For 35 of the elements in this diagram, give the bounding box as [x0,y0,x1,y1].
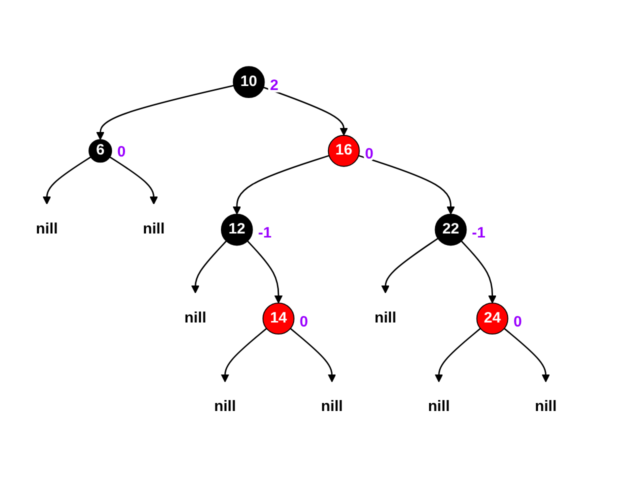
arrow [263,86,348,136]
tree-node-circle: 24 [476,302,508,335]
arrow [96,85,234,140]
nil-leaf-label: nill [321,399,343,416]
arrow [42,156,92,205]
arrow [191,240,227,294]
tree-node-circle: 14 [262,302,294,335]
nil-leaf-label: nill [534,399,557,416]
nil-leaf-label: nill [374,310,396,326]
tree-node-circle: 10 [232,66,265,98]
tree-node-circle: 6 [88,139,112,163]
arrow [109,156,158,205]
arrow [358,155,455,215]
arrow [504,328,550,383]
arrow [232,155,330,215]
balance-factor: 2 [270,77,278,94]
arrow [434,328,481,383]
balance-factor: 0 [514,314,522,331]
balance-factor: -1 [472,224,486,242]
arrow [290,328,336,383]
nil-leaf-label: nill [36,221,58,238]
tree-node-circle: 22 [434,214,467,246]
balance-factor: -1 [258,224,272,242]
nil-leaf-label: nill [428,399,450,416]
balance-factor: 0 [117,144,126,161]
nil-leaf-label: nill [214,399,236,416]
nil-leaf-label: nill [184,310,206,326]
arrow [460,240,496,304]
tree-node-circle: 16 [328,135,360,168]
arrow [381,238,438,294]
nil-leaf-label: nill [142,221,165,238]
balance-factor: 0 [300,314,308,331]
arrow [246,240,283,304]
arrow [220,328,268,383]
tree-node-circle: 12 [220,214,253,246]
